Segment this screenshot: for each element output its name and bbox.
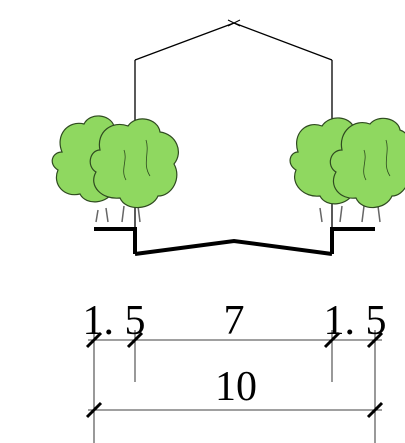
right-trees bbox=[289, 117, 405, 223]
left-trees bbox=[51, 115, 179, 223]
right-roof-line bbox=[233, 22, 333, 61]
tick bbox=[366, 331, 384, 349]
tick bbox=[366, 401, 384, 419]
right-sidewalk bbox=[330, 227, 375, 254]
right-tree-front bbox=[329, 117, 405, 223]
tick bbox=[85, 401, 103, 419]
road-profile bbox=[94, 227, 375, 256]
left-sidewalk bbox=[94, 227, 137, 254]
carriageway bbox=[134, 238, 333, 256]
tick bbox=[126, 331, 144, 349]
left-sidewalk-width: 1. 5 bbox=[83, 298, 146, 344]
total-width: 10 bbox=[215, 364, 257, 410]
dimension-labels: 1. 5 7 1. 5 10 bbox=[83, 298, 387, 410]
apex-mark bbox=[227, 19, 241, 27]
tick bbox=[85, 331, 103, 349]
left-roof-line bbox=[134, 22, 235, 61]
left-tree-front bbox=[89, 118, 179, 223]
carriageway-width: 7 bbox=[224, 298, 245, 344]
dimension-ticks bbox=[85, 331, 384, 419]
right-sidewalk-width: 1. 5 bbox=[324, 298, 387, 344]
tick bbox=[323, 331, 341, 349]
dimension-lines bbox=[85, 330, 384, 443]
